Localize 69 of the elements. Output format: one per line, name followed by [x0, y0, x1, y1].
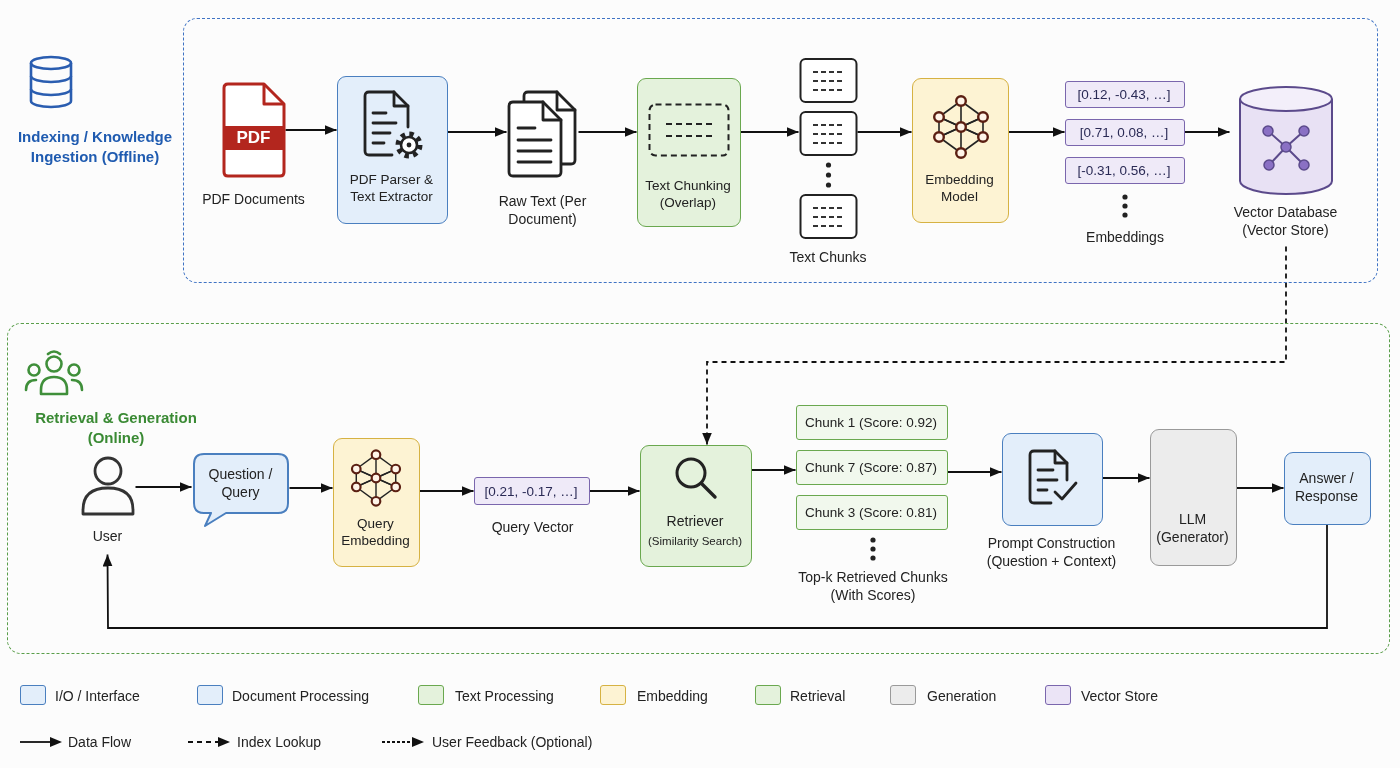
node-caption: Query Vector	[490, 517, 575, 536]
node-label: Chunk 7 (Score: 0.87)	[803, 458, 939, 477]
retrieved-chunk-box	[795, 494, 948, 530]
panel-heading: Indexing / Knowledge Ingestion (Offline)	[16, 127, 174, 166]
legend-label: Retrieval	[790, 687, 846, 706]
node-label: Chunk 3 (Score: 0.81)	[803, 503, 939, 522]
arrow	[588, 486, 641, 496]
legend-label: Text Processing	[455, 687, 554, 706]
arrow	[750, 465, 797, 475]
node-label: [0.21, -0.17, …]	[483, 482, 579, 501]
node-label: PDF Parser & Text Extractor	[348, 170, 435, 206]
node-caption: Text Chunks	[788, 247, 868, 266]
vector-box	[1064, 156, 1185, 184]
arrow	[856, 127, 913, 137]
arrow	[1235, 483, 1285, 493]
caption-text: Embeddings	[1085, 228, 1165, 247]
legend-label: Data Flow	[68, 733, 132, 752]
legend-label: Vector Store	[1081, 687, 1159, 706]
node-label: [0.12, -0.43, …]	[1076, 85, 1172, 104]
node-caption: Vector Database (Vector Store)	[1232, 202, 1339, 239]
node-label: Query Embedding	[340, 514, 411, 550]
node-label: Question / Query	[207, 464, 274, 501]
arrow	[102, 523, 1328, 629]
node-label: Text Chunking (Overlap)	[644, 176, 732, 212]
legend-label: Index Lookup	[237, 733, 322, 752]
retrieved-chunk-box	[795, 449, 948, 485]
dashed-group-panel	[7, 323, 1390, 654]
arrow	[284, 125, 338, 135]
node-label: (Similarity Search)	[647, 533, 743, 549]
node-label: Embedding Model	[924, 170, 995, 206]
arrow	[288, 483, 334, 493]
arrow	[577, 127, 638, 137]
node-label: LLM (Generator)	[1155, 509, 1230, 546]
node-label: Answer / Response	[1293, 468, 1359, 505]
node-caption: User	[91, 526, 124, 545]
arrow	[446, 127, 508, 137]
legend-label: User Feedback (Optional)	[432, 733, 593, 752]
process-box	[911, 77, 1009, 223]
arrow	[1183, 127, 1231, 137]
process-box	[639, 444, 752, 567]
vector-box	[1064, 118, 1185, 146]
legend-label: I/O / Interface	[55, 687, 140, 706]
arrow	[1007, 127, 1066, 137]
node-label: [-0.31, 0.56, …]	[1076, 161, 1172, 180]
arrow	[1101, 473, 1151, 483]
arrow	[418, 486, 475, 496]
process-box	[1283, 451, 1371, 525]
node-label: Chunk 1 (Score: 0.92)	[803, 413, 939, 432]
caption-text: Top-k Retrieved Chunks (With Scores)	[797, 568, 949, 605]
arrow	[134, 482, 193, 492]
node-label: [0.71, 0.08, …]	[1078, 123, 1170, 142]
legend-label: Embedding	[637, 687, 708, 706]
arrow	[739, 127, 800, 137]
node-label: Retriever	[665, 511, 725, 530]
retrieved-chunk-box	[795, 404, 948, 440]
node-caption: Prompt Construction (Question + Context)	[985, 533, 1118, 570]
process-box	[1149, 428, 1237, 566]
process-box	[336, 75, 448, 224]
file-type-label: PDF	[235, 126, 272, 149]
legend-label: Document Processing	[232, 687, 369, 706]
panel-heading: Retrieval & Generation (Online)	[34, 408, 198, 447]
process-box	[636, 77, 741, 227]
dashed-arrow	[702, 245, 1287, 446]
node-caption: PDF Documents	[201, 189, 306, 208]
process-box	[332, 437, 420, 567]
legend-label: Generation	[927, 687, 997, 706]
vector-box	[1064, 80, 1185, 108]
node-caption: Raw Text (Per Document)	[497, 191, 588, 228]
arrow	[946, 467, 1003, 477]
